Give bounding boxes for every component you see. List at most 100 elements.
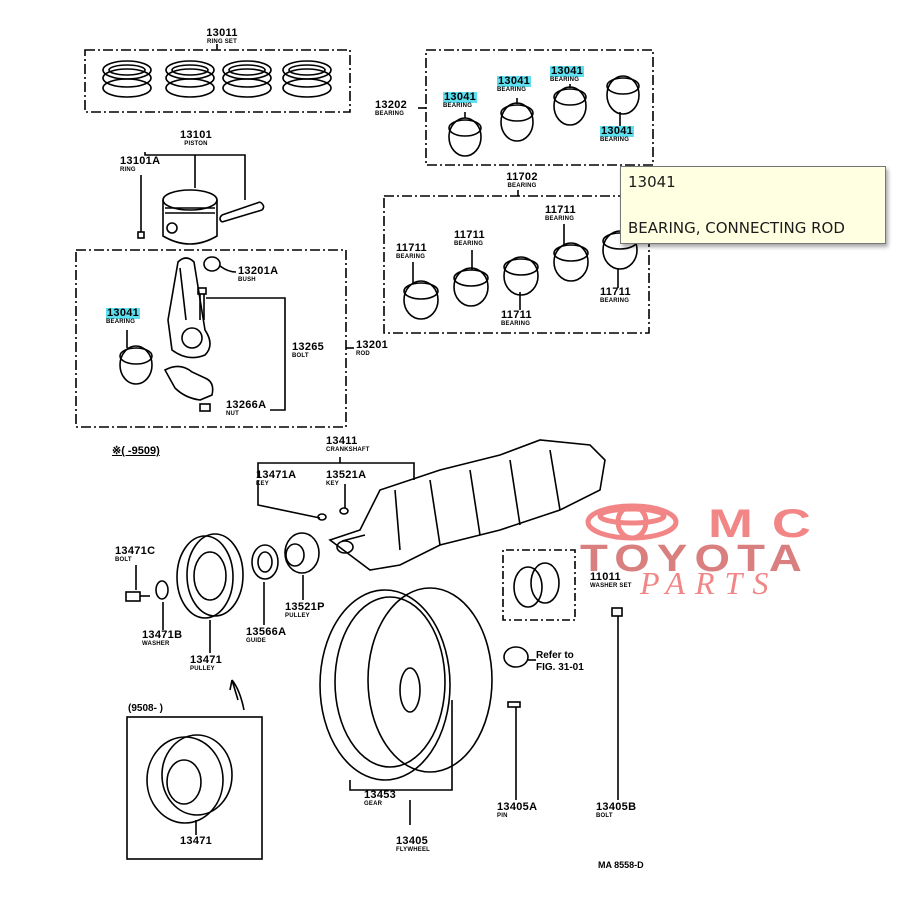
washer-set-group (502, 549, 576, 621)
flywheel-pin-icon[interactable] (507, 701, 521, 800)
part-name: PULLEY (190, 666, 215, 672)
main-bearing-icon[interactable] (403, 262, 439, 320)
part-name: BOLT (115, 557, 132, 563)
part-number: 13011 (206, 27, 238, 39)
flywheel-bolt-icon[interactable] (611, 607, 623, 800)
thrust-washer-icon[interactable] (513, 562, 560, 608)
part-name: BEARING (497, 87, 527, 93)
crankshaft-icon[interactable] (257, 439, 606, 571)
bearing-shell-icon[interactable] (606, 75, 640, 126)
part-name: BEARING (454, 241, 484, 247)
tooltip-part-number: 13041 (628, 173, 676, 191)
part-number: 13041 (600, 125, 635, 137)
part-number: 13405A (497, 801, 538, 813)
flywheel-icon[interactable] (319, 587, 493, 825)
pulley-icon[interactable] (176, 533, 244, 653)
rod-cap-icon[interactable] (163, 365, 214, 401)
part-number: 13266A (226, 399, 267, 411)
rod-bolt-icon[interactable] (197, 287, 286, 411)
part-name: WASHER (142, 641, 170, 647)
connecting-rod-icon[interactable] (167, 257, 211, 359)
pulley-alt-icon[interactable] (146, 734, 233, 835)
rod-bearing-icon[interactable] (119, 330, 153, 385)
piston-icon[interactable] (144, 152, 265, 245)
bearing-shell-icon[interactable] (553, 84, 587, 126)
rod-bush-icon[interactable] (203, 256, 237, 273)
part-number: 13201 (356, 339, 389, 351)
part-number: 13265 (292, 341, 325, 353)
part-number: 11711 (600, 286, 631, 298)
part-name: GUIDE (246, 638, 267, 644)
part-number: 13471B (142, 629, 183, 641)
part-number: 13405 (396, 835, 429, 847)
crank-pulley-icon[interactable] (284, 532, 320, 600)
key-icon[interactable] (339, 484, 349, 515)
part-name: BOLT (292, 353, 309, 359)
bearing-shell-icon[interactable] (448, 112, 482, 157)
arrow-icon (229, 679, 245, 711)
part-number: 13041 (443, 91, 478, 103)
piston-ring-set-icon[interactable] (102, 60, 332, 98)
washer-icon[interactable] (155, 580, 169, 630)
main-bearing-icon[interactable] (453, 250, 489, 307)
refer-line-1: Refer to (536, 650, 574, 661)
ring-set-group (84, 44, 351, 113)
ring-clip-icon[interactable] (137, 175, 145, 239)
part-name: PULLEY (285, 613, 310, 619)
label-pulley-alt[interactable]: 13471 (180, 836, 212, 847)
part-name: BEARING (600, 298, 630, 304)
part-name: BEARING (545, 216, 575, 222)
part-name: RING (120, 167, 136, 173)
part-number: 13041 (497, 75, 532, 87)
seal-icon[interactable] (503, 646, 536, 668)
part-name: WASHER SET (590, 583, 632, 589)
part-name: BOLT (596, 813, 613, 819)
part-number: 13521P (285, 601, 325, 613)
main-bearing-icon[interactable] (553, 224, 589, 282)
tooltip-description: BEARING, CONNECTING ROD (628, 219, 845, 237)
rod-nut-icon[interactable] (199, 403, 211, 412)
part-number: 13202 (375, 99, 408, 111)
key-icon[interactable] (257, 480, 327, 521)
pulley-bolt-icon[interactable] (125, 565, 150, 602)
bearing-shell-icon[interactable] (500, 98, 534, 142)
guide-icon[interactable] (251, 544, 279, 625)
part-number: 13201A (238, 265, 279, 277)
main-bearing-icon[interactable] (503, 256, 539, 310)
part-name: GEAR (364, 801, 383, 807)
part-number: 13471A (256, 469, 297, 481)
